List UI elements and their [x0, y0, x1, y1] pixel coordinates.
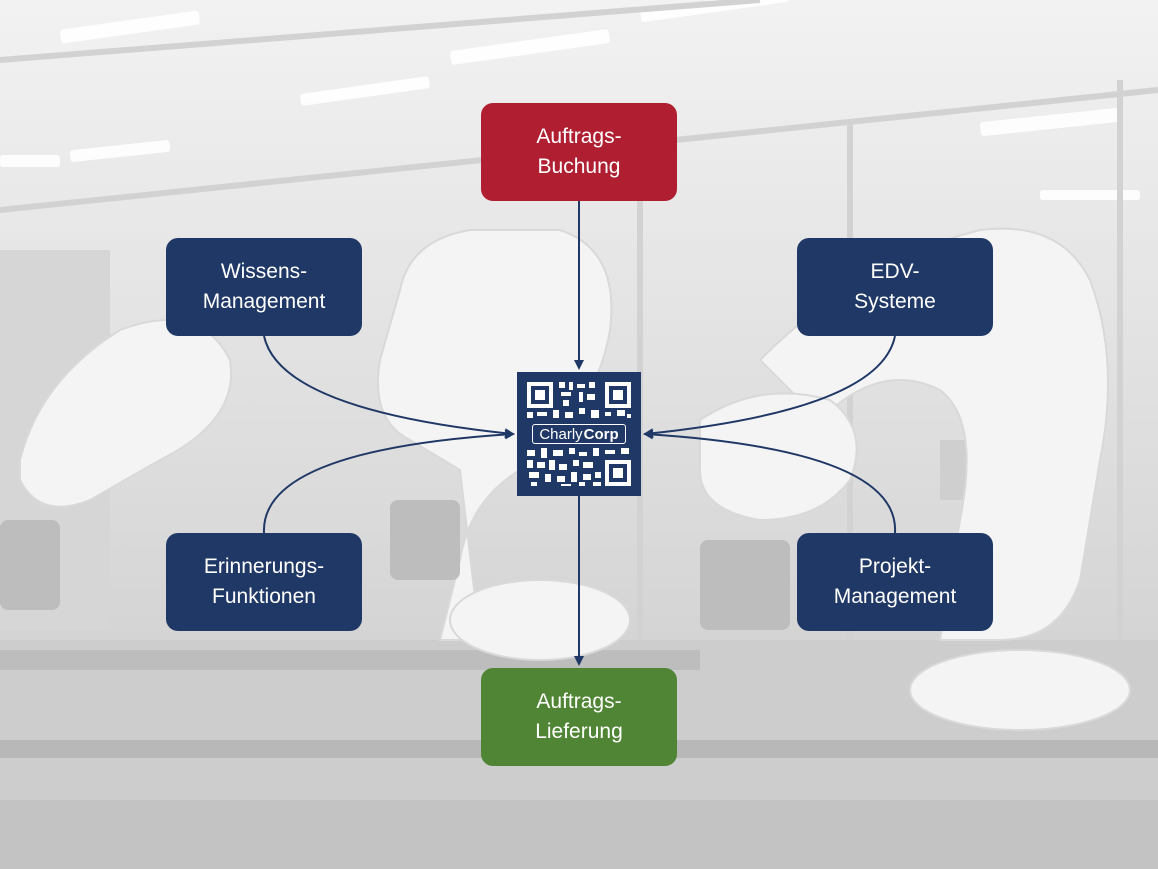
brand-frame: [532, 424, 626, 444]
node-erinnerungs-funktionen-label: Erinnerungs- Funktionen: [203, 555, 325, 608]
node-auftrags-lieferung-label: Auftrags- Lieferung: [535, 690, 623, 743]
node-auftrags-buchung-label: Auftrags- Buchung: [536, 125, 622, 178]
node-projekt-management-label: Projekt- Management: [833, 555, 957, 608]
node-edv-systeme-label: EDV- Systeme: [854, 260, 936, 313]
arrow-projekt-to-hub: [643, 429, 897, 534]
arrow-erinnerungs-to-hub: [262, 429, 515, 534]
qr-code-icon: [527, 382, 631, 486]
node-auftrags-buchung: Auftrags- Buchung: [481, 103, 677, 201]
node-wissens-management-label: Wissens- Management: [202, 260, 326, 313]
arrow-wissens-to-hub: [263, 335, 515, 439]
node-erinnerungs-funktionen: Erinnerungs- Funktionen: [166, 533, 362, 631]
arrow-edv-to-hub: [643, 335, 896, 439]
node-wissens-management: Wissens- Management: [166, 238, 362, 336]
brand-name-part2: Corp: [583, 425, 619, 443]
node-projekt-management: Projekt- Management: [797, 533, 993, 631]
node-auftrags-lieferung: Auftrags- Lieferung: [481, 668, 677, 766]
node-edv-systeme: EDV- Systeme: [797, 238, 993, 336]
brand-name-part1: Charly: [539, 425, 583, 443]
